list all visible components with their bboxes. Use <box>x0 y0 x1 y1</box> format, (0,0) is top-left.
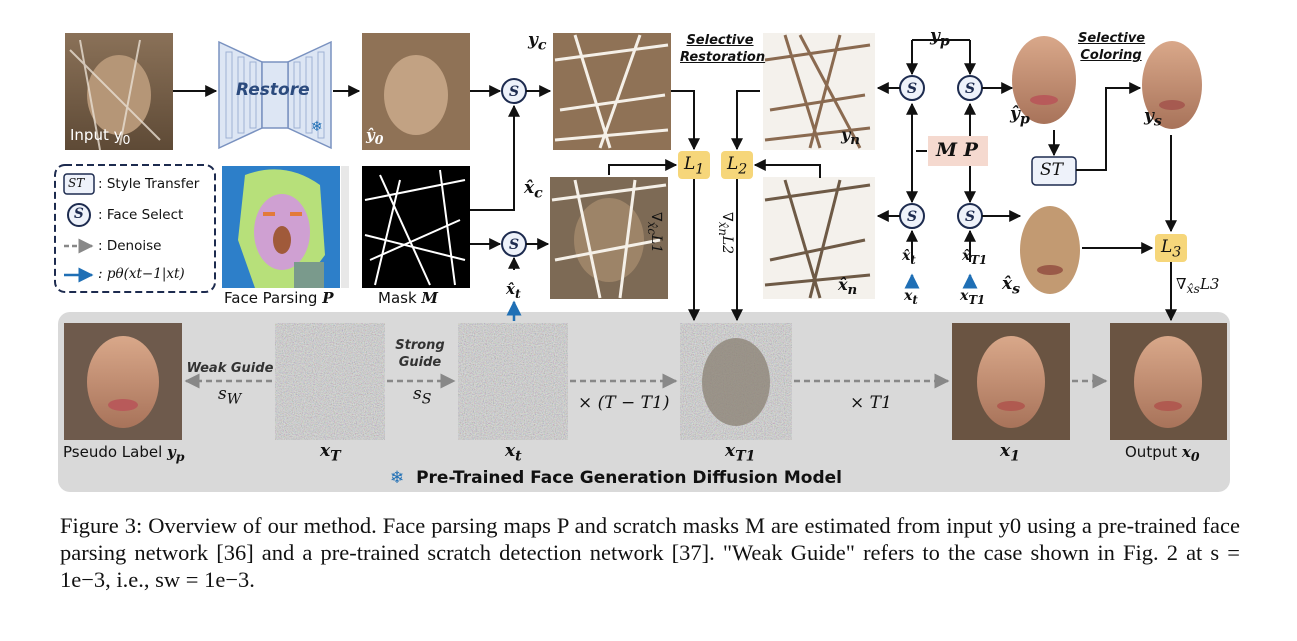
svg-text:S: S <box>509 237 519 253</box>
grad-2-label: ∇x̂nL2 <box>716 212 735 255</box>
y0-hat-label: ŷ0 <box>366 126 384 147</box>
xn-image <box>763 177 875 299</box>
yc-label: yc <box>528 30 547 54</box>
loss-box-1 <box>678 151 710 179</box>
loss-box-3 <box>1155 234 1187 262</box>
pseudo-label-image <box>64 323 182 440</box>
sampling-arrows <box>506 273 978 321</box>
x1-label: x1 <box>1000 441 1020 465</box>
times-t-minus-label: × (T − T1) <box>578 393 670 413</box>
legend-face-select: : Face Select <box>98 207 184 223</box>
xs-hat-label: x̂s <box>1002 274 1021 298</box>
pseudo-label-caption: Pseudo Label yp <box>63 443 185 464</box>
ys-image <box>1142 41 1202 129</box>
xt-hat-right-label: x̂t <box>902 248 916 267</box>
yp-hat-label: ŷp <box>1010 104 1030 128</box>
style-transfer-label: ST <box>1040 160 1063 180</box>
face-select-nodes <box>501 75 983 257</box>
svg-text:S: S <box>965 81 975 97</box>
xT-noise-image <box>275 323 385 440</box>
output-label: Output x0 <box>1125 443 1200 464</box>
xT-label: xT <box>320 441 341 465</box>
input-image <box>65 33 173 151</box>
svg-text:S: S <box>907 81 917 97</box>
legend-st-symbol: ST <box>68 176 85 190</box>
restored-image <box>362 33 470 150</box>
yc-image <box>553 33 671 150</box>
loss-1-label: L1 <box>684 154 705 178</box>
selective-coloring-note: Selective Coloring <box>1078 31 1146 63</box>
xT1-right-label: xT1 <box>960 288 986 307</box>
xt-hat-label: x̂t <box>506 280 521 301</box>
yn-image <box>763 33 875 150</box>
xc-image <box>550 177 668 299</box>
output-image <box>1110 323 1227 440</box>
ss-label: sS <box>413 384 432 408</box>
strong-guide-label: Strong Guide <box>395 338 445 370</box>
loss-box-2 <box>721 151 753 179</box>
yn-label: yn <box>841 125 860 149</box>
legend-denoise: : Denoise <box>98 238 162 254</box>
loss-3-label: L3 <box>1161 237 1182 261</box>
xT1-image <box>680 323 792 440</box>
xt-noise-image <box>458 323 568 440</box>
xc-label: x̂c <box>524 178 543 202</box>
svg-text:S: S <box>965 209 975 225</box>
mask-image <box>362 166 470 288</box>
svg-text:S: S <box>509 84 519 100</box>
snowflake-icon: ❄ <box>390 468 405 488</box>
xs-hat-image <box>1020 206 1080 294</box>
grad-3-label: ∇x̂sL3 <box>1176 275 1220 296</box>
legend-sampling: : pθ(xt−1|xt) <box>98 266 185 282</box>
face-parsing-image <box>222 166 349 288</box>
legend-s-symbol: S <box>74 206 84 222</box>
input-label: Input y0 <box>70 126 131 147</box>
restore-network: ❄ <box>218 40 332 150</box>
frozen-icon: ❄ <box>311 119 323 135</box>
yp-label: yp <box>930 26 950 50</box>
grad-1-label: ∇x̂cL1 <box>645 212 664 254</box>
xt-right-label: xt <box>904 288 918 307</box>
xt-label: xt <box>505 441 522 465</box>
legend-box <box>54 164 216 293</box>
xT1-bottom-label: xT1 <box>725 441 756 465</box>
loss-2-label: L2 <box>727 154 748 178</box>
ys-label: ys <box>1144 106 1162 130</box>
legend-style-transfer: : Style Transfer <box>98 176 200 192</box>
mp-box <box>928 136 988 166</box>
mp-label: M P <box>936 139 978 161</box>
x1-image <box>952 323 1070 440</box>
svg-text:S: S <box>907 209 917 225</box>
selective-restoration-note: Selective Restoration <box>680 33 766 65</box>
yp-hat-image <box>1012 36 1076 124</box>
diffusion-model-banner: ❄ Pre-Trained Face Generation Diffusion … <box>390 468 842 488</box>
figure-caption: Figure 3: Overview of our method. Face p… <box>60 513 1240 592</box>
restore-label: Restore <box>236 80 310 100</box>
weak-guide-label: Weak Guide <box>186 361 274 376</box>
sw-label: sW <box>218 384 242 408</box>
xT1-hat-label: x̂T1 <box>962 248 988 267</box>
times-t1-label: × T1 <box>850 393 892 413</box>
mask-label: Mask M <box>378 289 439 307</box>
flow-arrows <box>173 40 1177 322</box>
face-parsing-label: Face Parsing P <box>224 289 334 307</box>
xn-label: x̂n <box>838 275 858 299</box>
